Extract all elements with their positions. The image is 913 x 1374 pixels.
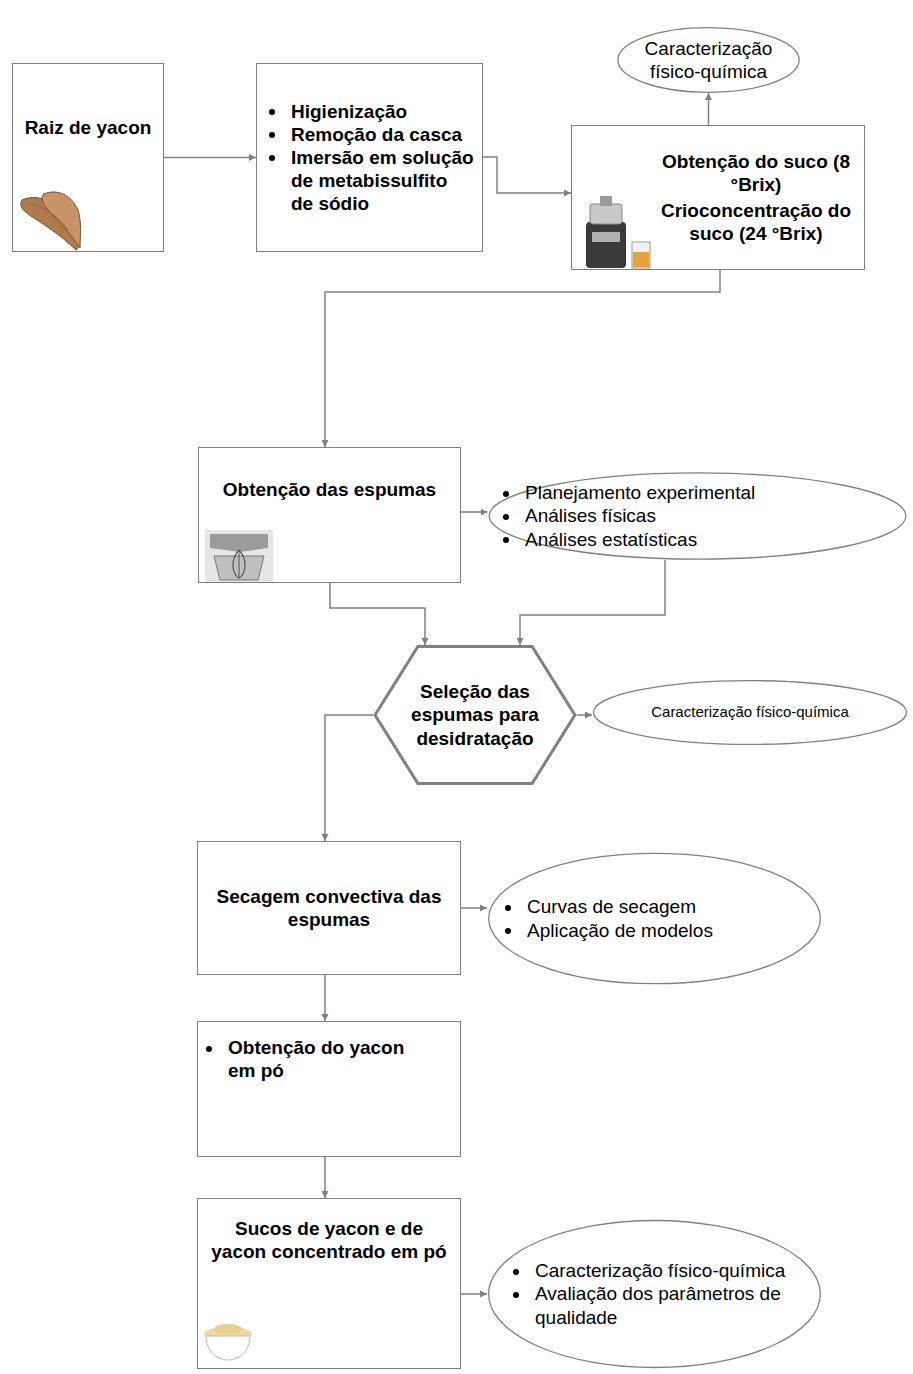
bullet-text: Avaliação dos parâmetros de qualidade	[535, 1282, 788, 1328]
result-ellipse: Caracterização físico-química	[592, 680, 908, 745]
node-text-area: Obtenção das espumas	[207, 478, 452, 501]
node-text-area: Caracterização físico-química	[616, 703, 884, 721]
flow-arrow	[708, 93, 710, 125]
result-ellipse	[487, 852, 822, 985]
node-text-area: Curvas de secagemAplicação de modelos	[505, 895, 798, 941]
bullet-row: Planejamento experimental	[503, 481, 888, 504]
flow-arrow	[483, 157, 571, 193]
shape-outline	[489, 473, 906, 559]
shape-outline	[489, 853, 821, 983]
process-box: HigienizaçãoRemoção da cascaImersão em s…	[256, 63, 483, 252]
bullet-text: Planejamento experimental	[525, 481, 755, 504]
node-label: Secagem convectiva das espumas	[206, 885, 452, 931]
flow-arrow	[325, 270, 720, 447]
node-text-area: Sucos de yacon e de yacon concentrado em…	[206, 1217, 452, 1263]
result-ellipse: Caracterização físico-química	[617, 27, 800, 93]
bullet-dot	[269, 132, 275, 138]
bullet-text: Obtenção do yacon em pó	[228, 1036, 430, 1082]
bullet-row: Aplicação de modelos	[505, 919, 798, 942]
juicer-picture	[586, 196, 650, 268]
node-text-area: Caracterização físico-químicaAvaliação d…	[513, 1259, 788, 1329]
result-ellipse: Planejamento experimentalAnálises física…	[487, 472, 908, 560]
bullet-row: Higienização	[269, 100, 474, 123]
bullet-dot	[503, 491, 509, 497]
bullet-dot	[503, 537, 509, 543]
bullet-dot	[513, 1292, 519, 1298]
node-label: Obtenção do suco (8 °Brix)	[654, 150, 858, 196]
node-label: Caracterização físico-química	[637, 37, 780, 83]
bullet-dot	[269, 109, 275, 115]
bullet-row: Obtenção do yacon em pó	[206, 1036, 430, 1082]
node-text-area: Obtenção do yacon em pó	[206, 1036, 430, 1082]
bullet-row: Análises estatísticas	[503, 528, 888, 551]
bullet-row: Avaliação dos parâmetros de qualidade	[513, 1282, 788, 1328]
bullet-text: Curvas de secagem	[527, 895, 696, 918]
bullet-dot	[269, 155, 275, 161]
node-label: Obtenção das espumas	[207, 478, 452, 501]
node-text-area: Secagem convectiva das espumas	[206, 885, 452, 931]
flow-arrow	[325, 715, 373, 841]
bullet-text: Caracterização físico-química	[535, 1259, 785, 1282]
node-text-area: Obtenção do suco (8 °Brix)Crioconcentraç…	[654, 150, 858, 245]
node-label: Crioconcentração do suco (24 °Brix)	[654, 199, 858, 245]
process-box: Raiz de yacon	[12, 63, 164, 252]
bullet-text: Imersão em solução de metabissulfito de …	[291, 146, 474, 216]
bullet-dot	[505, 905, 511, 911]
bullet-dot	[206, 1046, 212, 1052]
bullet-text: Aplicação de modelos	[527, 919, 713, 942]
bullet-dot	[503, 514, 509, 520]
node-text-area: Planejamento experimentalAnálises física…	[503, 481, 888, 551]
process-box: Secagem convectiva das espumas	[197, 841, 461, 975]
bullet-text: Análises físicas	[525, 504, 656, 527]
flow-arrow	[461, 511, 488, 513]
result-ellipse: Curvas de secagemAplicação de modelos	[487, 852, 822, 985]
result-ellipse	[617, 27, 800, 93]
decision-hexagon: Seleção das espumas para desidratação	[373, 645, 577, 785]
bullet-dot	[513, 1269, 519, 1275]
flow-arrow	[520, 560, 665, 645]
flow-arrow	[330, 583, 425, 645]
node-label: Raiz de yacon	[19, 116, 157, 139]
flow-arrow	[461, 1293, 487, 1295]
node-label: Seleção das espumas para desidratação	[407, 680, 543, 750]
node-text-area: Raiz de yacon	[19, 116, 157, 139]
bullet-row: Remoção da casca	[269, 123, 474, 146]
flow-arrow	[324, 975, 326, 1021]
bullet-text: Higienização	[291, 100, 407, 123]
bullet-row: Caracterização físico-química	[513, 1259, 788, 1282]
bullet-text: Análises estatísticas	[525, 528, 697, 551]
node-text-area: Seleção das espumas para desidratação	[407, 680, 543, 750]
bullet-row: Análises físicas	[503, 504, 888, 527]
process-box: Sucos de yacon e de yacon concentrado em…	[197, 1198, 461, 1369]
flow-arrow	[164, 157, 256, 159]
bullet-row: Imersão em solução de metabissulfito de …	[269, 146, 474, 216]
shape-outline	[489, 1221, 821, 1368]
flow-arrow	[324, 1157, 326, 1198]
shape-outline	[375, 646, 575, 783]
process-box: Obtenção do yacon em pó	[197, 1021, 461, 1157]
node-label: Caracterização físico-química	[616, 703, 884, 721]
node-text-area: HigienizaçãoRemoção da cascaImersão em s…	[269, 100, 474, 216]
node-text-area: Caracterização físico-química	[637, 37, 780, 83]
yacon-root-picture	[21, 192, 81, 250]
mixer-picture	[205, 530, 273, 582]
result-ellipse: Caracterização físico-químicaAvaliação d…	[487, 1219, 822, 1369]
process-box: Obtenção do suco (8 °Brix)Crioconcentraç…	[571, 125, 865, 270]
powder-bowl-picture	[204, 1324, 252, 1360]
shape-outline	[618, 28, 799, 93]
flow-arrow	[461, 907, 487, 909]
node-label: Sucos de yacon e de yacon concentrado em…	[206, 1217, 452, 1263]
shape-outline	[594, 681, 907, 745]
process-box: Obtenção das espumas	[198, 447, 461, 583]
flow-arrow	[577, 714, 592, 716]
bullet-row: Curvas de secagem	[505, 895, 798, 918]
bullet-text: Remoção da casca	[291, 123, 462, 146]
bullet-dot	[505, 928, 511, 934]
